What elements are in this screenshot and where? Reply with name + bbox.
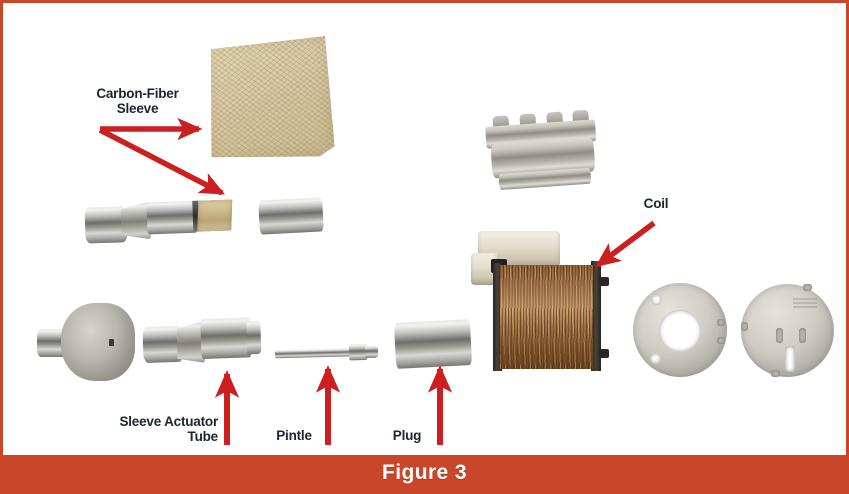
label-carbon-fiber-sleeve: Carbon-Fiber Sleeve [96,86,179,116]
part-valve-body [37,303,135,381]
figure-caption-bar: Figure 3 [3,455,846,491]
exploded-view-photo: Carbon-Fiber Sleeve Coil Sleeve Actuator… [3,3,846,455]
label-sleeve-actuator-tube: Sleeve Actuator Tube [119,414,218,444]
arrow-carbon-fiber-to-part [98,127,226,196]
label-plug: Plug [392,428,422,443]
figure-caption-text: Figure 3 [382,461,467,484]
arrow-coil [595,220,656,268]
part-disc-open [633,283,727,377]
part-disc-slotted [741,284,834,377]
label-coil: Coil [643,196,669,211]
callout-arrow-overlay [98,117,656,445]
part-coil-assembly [469,231,615,373]
label-pintle: Pintle [276,428,312,443]
